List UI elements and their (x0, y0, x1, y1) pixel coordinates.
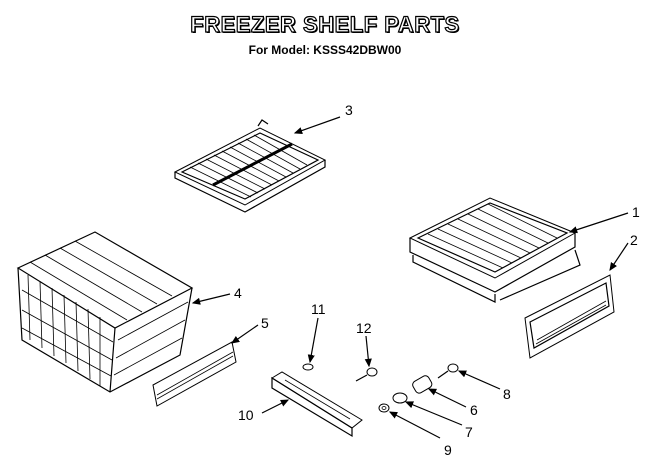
support-rail-part-10 (271, 371, 363, 438)
callout-11: 11 (311, 301, 326, 317)
wire-shelf-part-3 (173, 119, 327, 213)
shelf-trim-part-2 (524, 274, 615, 359)
washer-part-9 (378, 403, 390, 413)
diagram-title: FREEZER SHELF PARTS (190, 11, 460, 37)
callout-1: 1 (632, 204, 640, 220)
callout-12: 12 (356, 320, 372, 336)
wire-basket-part-4 (16, 231, 194, 393)
model-subtitle: For Model: KSSS42DBW00 (248, 43, 402, 57)
callout-4: 4 (234, 285, 242, 301)
roller-part-6 (412, 375, 433, 394)
callout-leaders (191, 116, 629, 439)
nut-part-11 (302, 363, 314, 371)
callout-3: 3 (345, 102, 353, 118)
callout-7: 7 (465, 424, 473, 440)
callout-8: 8 (503, 386, 511, 402)
screw-part-8 (437, 363, 459, 379)
callout-9: 9 (444, 442, 452, 458)
callout-5: 5 (261, 315, 269, 331)
spacer-part-7 (392, 392, 408, 404)
callout-6: 6 (470, 402, 478, 418)
callout-10: 10 (238, 407, 254, 423)
callout-2: 2 (630, 232, 638, 248)
screw-part-12 (355, 367, 378, 382)
basket-trim-part-5 (152, 341, 237, 407)
glass-shelf-part-1 (408, 197, 581, 303)
